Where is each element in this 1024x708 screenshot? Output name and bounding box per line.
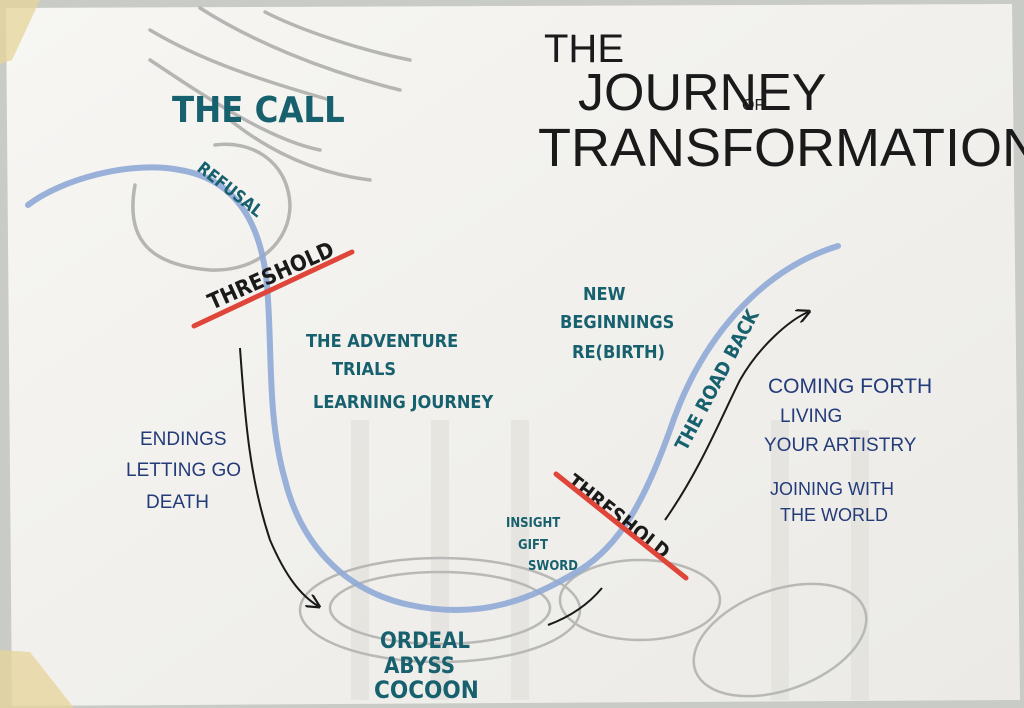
ordeal-line2: ABYSS [384,654,455,679]
descent-arrow [239,347,318,606]
endings-block: ENDINGS LETTING GO DEATH [126,429,241,513]
adventure-line2: TRIALS [332,359,396,380]
ordeal-line3: COCOON [374,676,479,704]
pencil-arcs [131,6,412,272]
threshold-top-strike [191,249,355,329]
new-beginnings-line1: NEW [583,284,626,305]
coming-forth-line3: YOUR ARTISTRY [764,435,917,456]
coming-forth-line1: COMING FORTH [768,375,932,398]
threshold-bottom-strike [553,471,689,581]
endings-line2: LETTING GO [126,460,241,481]
adventure-block: THE ADVENTURE TRIALS LEARNING JOURNEY [306,331,493,413]
new-beginnings-line3: RE(BIRTH) [572,342,665,363]
insight-line3: SWORD [528,559,578,574]
adventure-line3: LEARNING JOURNEY [313,392,493,413]
coming-forth-line5: THE WORLD [780,505,888,525]
new-beginnings-line2: BEGINNINGS [560,312,674,333]
coming-forth-block: COMING FORTH LIVING YOUR ARTISTRY JOININ… [764,375,932,525]
pencil-ovals [298,556,868,698]
title-line3: TRANSFORMATION [538,118,1024,178]
journey-path [25,164,841,614]
adventure-line1: THE ADVENTURE [306,331,458,352]
endings-line3: DEATH [146,492,209,513]
tape-bottom-left [0,650,74,708]
endings-line1: ENDINGS [140,429,227,450]
title-line2: JOURNEY [578,64,826,122]
tape-top-left [0,0,40,64]
ordeal-block: ORDEAL ABYSS COCOON [374,629,479,704]
ascent-arrow [664,312,808,521]
new-beginnings-block: NEW BEGINNINGS RE(BIRTH) [560,284,674,363]
insight-line1: INSIGHT [506,516,560,531]
insight-line2: GIFT [518,538,548,553]
paper-sheet [6,4,1020,706]
label-the-call: THE CALL [172,90,345,131]
title-line1: THE [544,27,624,71]
coming-forth-line4: JOINING WITH [770,479,894,499]
coming-forth-line2: LIVING [780,406,842,427]
turn-stroke [547,587,603,626]
ordeal-line1: ORDEAL [380,629,470,654]
insight-block: INSIGHT GIFT SWORD [506,516,578,574]
title-block: THE JOURNEY OF TRANSFORMATION [538,27,1024,178]
title-line2-small: OF [742,97,764,114]
